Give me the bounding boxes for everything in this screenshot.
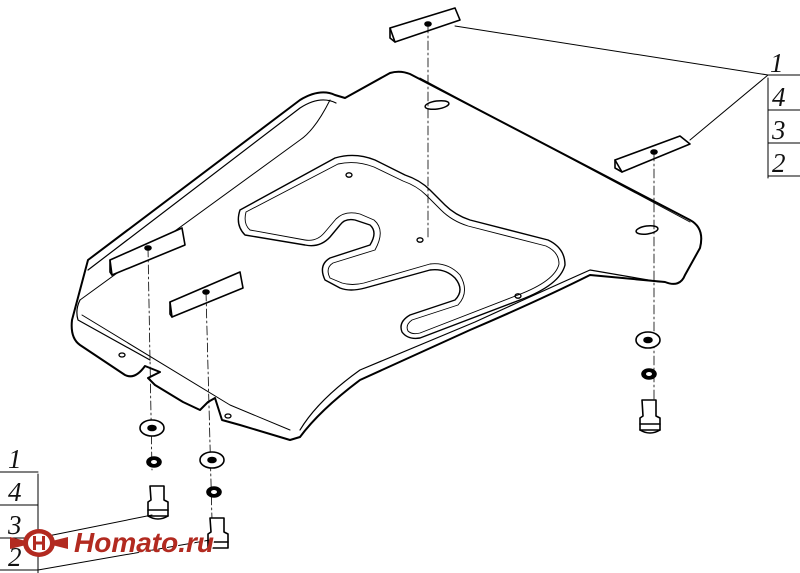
callout-right-1: 1 (770, 48, 784, 78)
leader-lines-right (454, 25, 800, 179)
callout-stack-left: 1 4 3 2 (7, 444, 22, 572)
callout-right-3: 3 (771, 115, 786, 145)
callout-stack-right: 1 4 3 2 (770, 48, 786, 178)
callout-right-4: 4 (772, 82, 786, 112)
callout-left-1: 1 (8, 444, 22, 474)
logo-text: Homato.ru (74, 527, 214, 558)
callout-left-3: 3 (7, 510, 22, 540)
mount-plate-right (614, 135, 691, 173)
mount-plate-center (169, 271, 244, 318)
fasteners-left-1 (139, 419, 169, 520)
fasteners-right (635, 331, 661, 434)
skid-plate (70, 70, 703, 441)
callout-left-4: 4 (8, 477, 22, 507)
mount-plate-left (109, 227, 186, 276)
callout-right-2: 2 (772, 148, 786, 178)
callout-left-2: 2 (8, 542, 22, 572)
mount-plate-top (389, 7, 461, 43)
logo-emblem-icon (10, 529, 68, 557)
homato-logo: Homato.ru (8, 518, 214, 568)
center-lines (147, 23, 655, 521)
fasteners-left-2 (199, 451, 229, 549)
